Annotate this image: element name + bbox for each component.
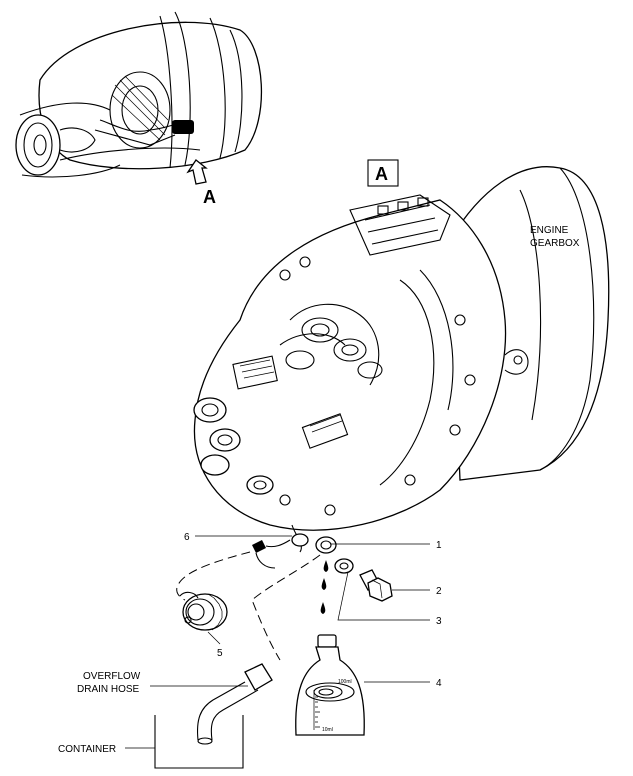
overflow-drain-hose — [196, 663, 273, 745]
overflow-drain-hose-label-line1: OVERFLOW — [83, 671, 141, 682]
container-label: CONTAINER — [58, 744, 116, 755]
callout-4: 4 — [436, 678, 442, 689]
callout-leaders — [125, 535, 430, 749]
overflow-hose-routing — [251, 554, 321, 661]
callout-3: 3 — [436, 616, 442, 627]
engine-nacelle-illustration — [15, 11, 262, 178]
overflow-drain-hose-label-line2: DRAIN HOSE — [77, 684, 140, 695]
container-outline — [154, 715, 244, 769]
bottle-mark-top: 100ml — [338, 679, 352, 685]
view-letter: A — [203, 187, 216, 207]
callout-5: 5 — [217, 648, 223, 659]
seal-ring — [334, 558, 354, 574]
view-box-letter: A — [375, 164, 388, 184]
drain-port-illustration — [291, 524, 337, 554]
engine-gearbox-label-line2: GEARBOX — [530, 238, 580, 249]
callout-1: 1 — [436, 540, 442, 551]
view-arrow — [186, 159, 208, 185]
drain-plug — [359, 569, 393, 602]
engine-gearbox-label-line1: ENGINE — [530, 225, 569, 236]
electrical-connector — [252, 539, 291, 569]
measuring-bottle — [295, 634, 365, 736]
filter-cap — [179, 591, 228, 631]
callout-2: 2 — [436, 586, 442, 597]
generator-unit-illustration — [193, 194, 529, 531]
bottle-mark-bottom: 10ml — [322, 727, 333, 733]
callout-6: 6 — [184, 532, 190, 543]
view-box — [367, 159, 399, 187]
